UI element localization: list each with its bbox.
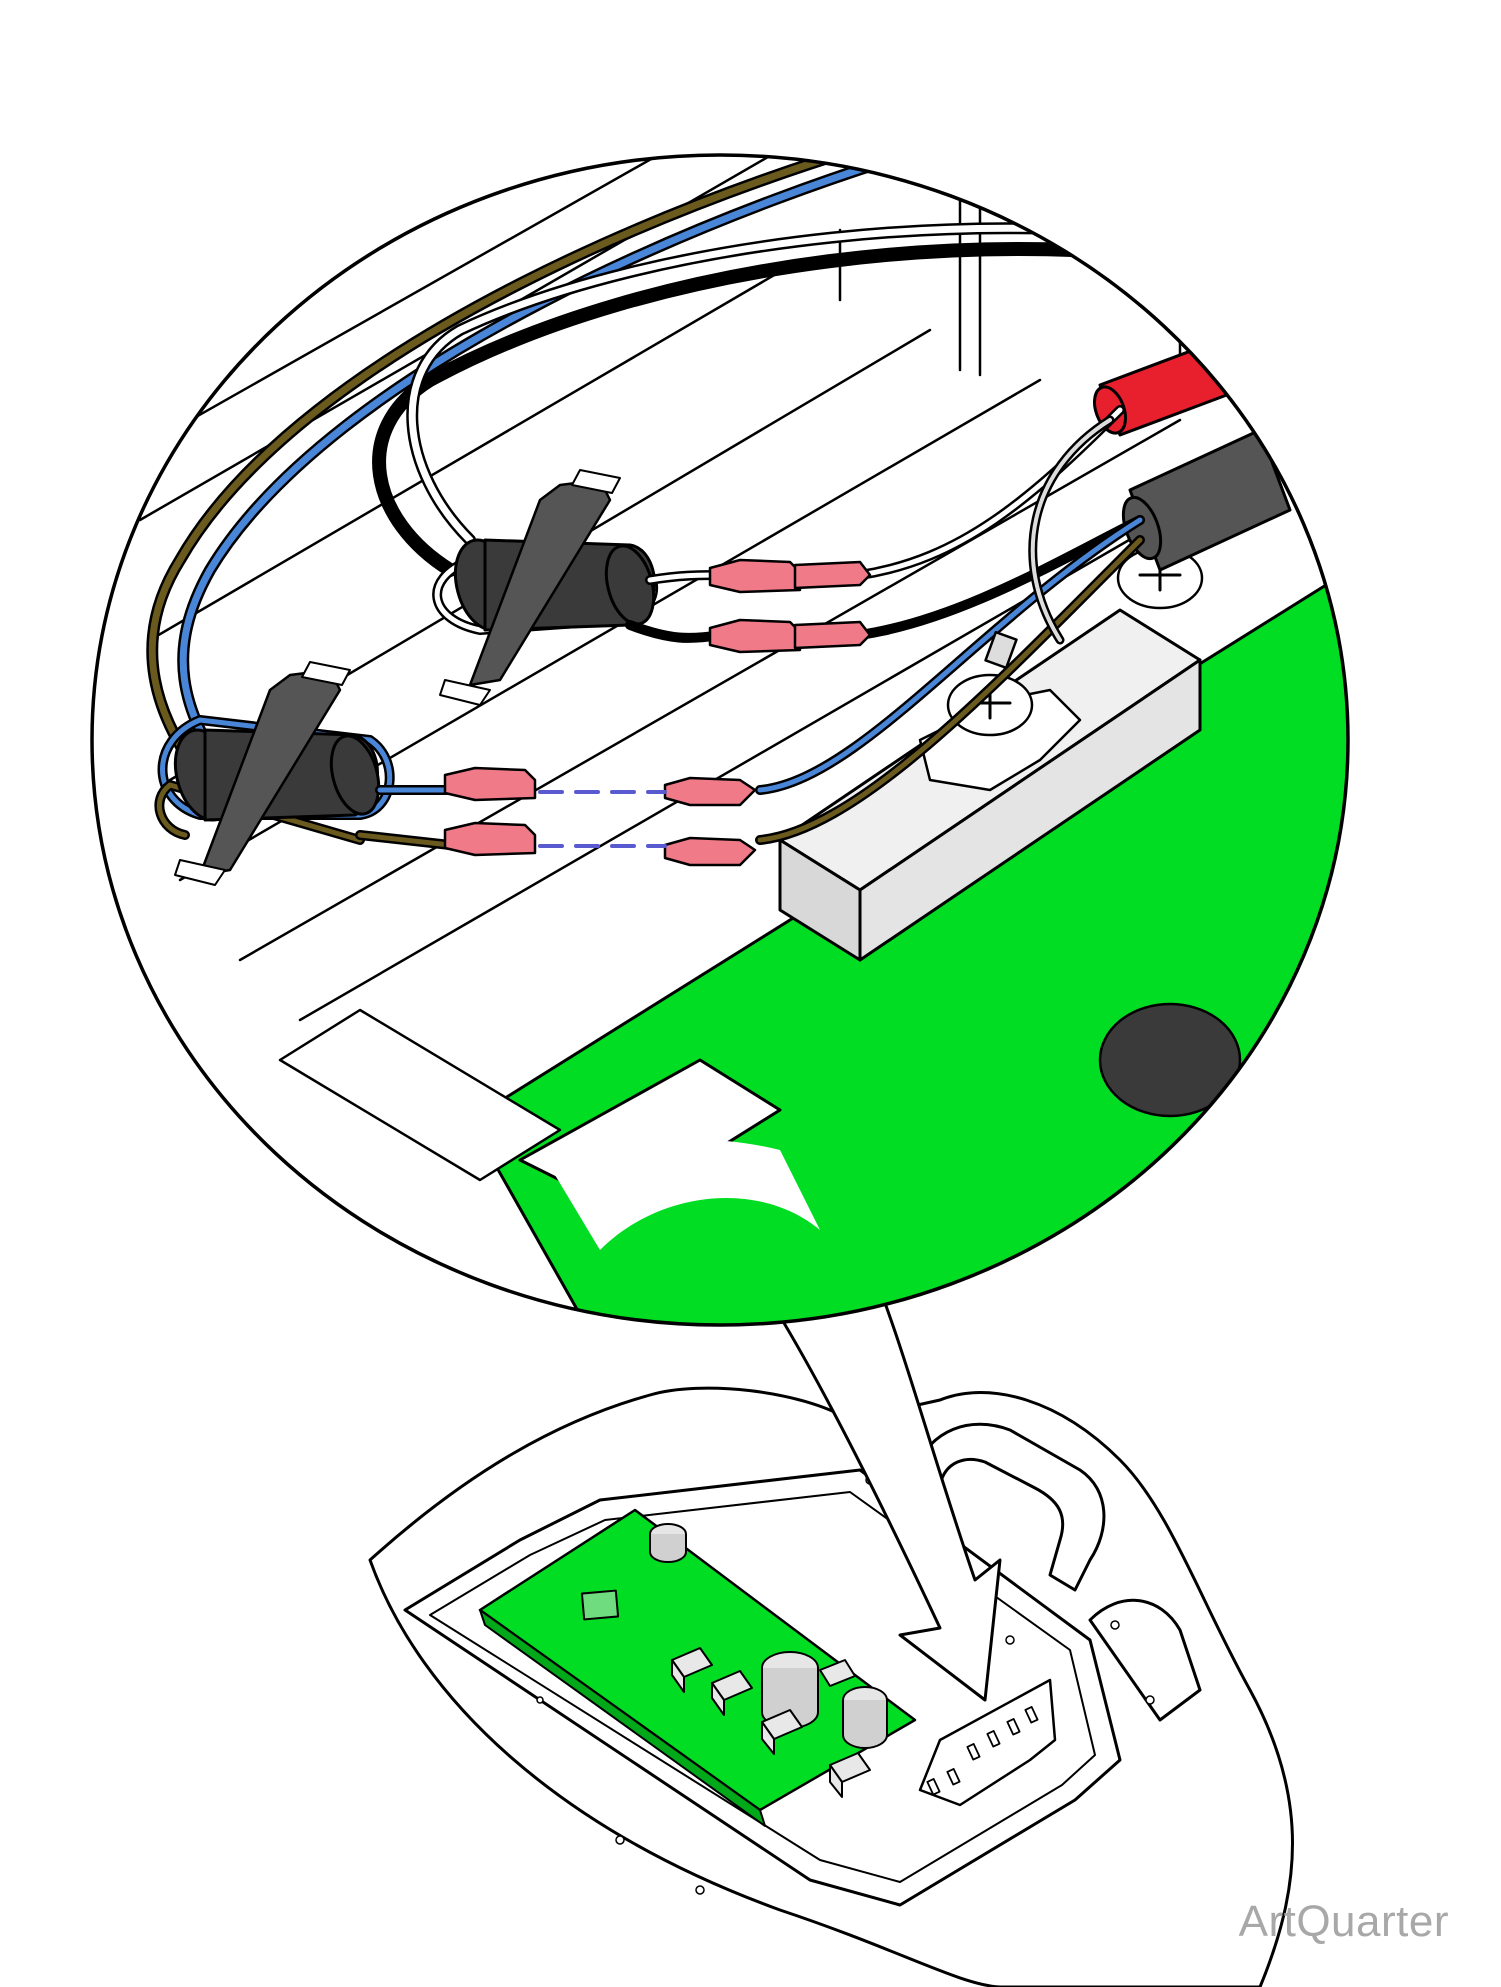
ring-terminal <box>984 630 1018 670</box>
bracket-slots <box>926 1706 1039 1796</box>
housing-tray-rim <box>429 1491 1096 1883</box>
quick-disconnect-icon <box>443 558 872 867</box>
gray-cable <box>1121 428 1292 572</box>
callout-arrow-neck <box>555 1139 820 1250</box>
housing-handle <box>913 1422 1106 1592</box>
pcb-relays <box>671 1647 871 1798</box>
detail-pcb-dark-round <box>1098 1002 1242 1118</box>
pcb-chip <box>580 1589 620 1621</box>
base-housing-assembly <box>368 1386 1294 1987</box>
lower-pcb-edge <box>479 1609 766 1827</box>
magnifier-outline <box>90 153 1350 1327</box>
lower-ferrite-leads <box>355 785 455 850</box>
wire-bundle-top <box>146 155 1257 806</box>
detail-housing-wall <box>278 1008 562 1182</box>
terminal-side-leads <box>755 405 1145 845</box>
housing-rear-bump <box>1088 1598 1202 1722</box>
ferrite-bead-icon-lower <box>154 661 395 886</box>
dashed-connection-links <box>538 790 667 848</box>
ferrite-bead-icon-upper <box>432 469 659 706</box>
watermark-text: ArtQuarter <box>1238 1897 1449 1946</box>
